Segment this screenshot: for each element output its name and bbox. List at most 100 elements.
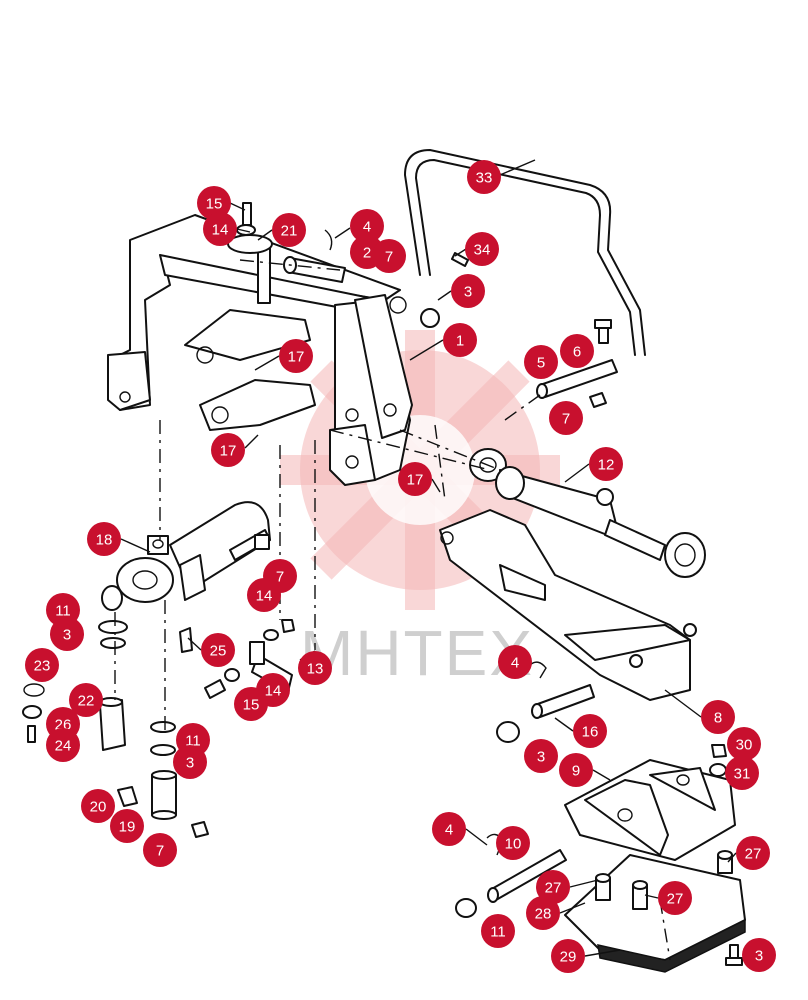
- callout-badge-circle: [526, 896, 560, 930]
- callout-label: 22: [78, 693, 95, 710]
- part-bracket-9: [564, 744, 736, 861]
- callout-label: 25: [210, 643, 227, 660]
- callout-label: 17: [407, 472, 424, 489]
- callout-c17b: 17: [211, 433, 245, 467]
- callout-c18: 18: [87, 522, 121, 556]
- callout-c25: 25: [201, 633, 235, 667]
- callout-label: 14: [265, 683, 282, 700]
- callout-label: 34: [474, 242, 491, 259]
- callout-badge-circle: [279, 339, 313, 373]
- callout-label: 33: [476, 170, 493, 187]
- callout-label: 4: [363, 219, 371, 236]
- callout-badge-circle: [298, 651, 332, 685]
- callout-label: 12: [598, 457, 615, 474]
- callout-label: 19: [119, 819, 136, 836]
- callout-label: 31: [734, 766, 751, 783]
- callout-badge-circle: [272, 213, 306, 247]
- callout-badge-circle: [398, 462, 432, 496]
- callout-badge-circle: [432, 812, 466, 846]
- callout-c30: 30: [727, 727, 761, 761]
- callout-badge-circle: [201, 633, 235, 667]
- callout-label: 17: [288, 349, 305, 366]
- callout-c13: 13: [298, 651, 332, 685]
- callout-badge-circle: [742, 938, 776, 972]
- leader-lines: [120, 159, 737, 957]
- part-boom-arm-8: [439, 509, 697, 701]
- callout-label: 3: [755, 948, 763, 965]
- callout-c21: 21: [272, 213, 306, 247]
- callout-badge-circle: [50, 617, 84, 651]
- part-cylinder-18: [101, 501, 271, 611]
- callout-badge-circle: [211, 433, 245, 467]
- callout-badge-circle: [498, 645, 532, 679]
- callout-c23: 23: [25, 648, 59, 682]
- callout-badge-circle: [81, 789, 115, 823]
- callout-c8: 8: [701, 700, 735, 734]
- callout-c15a: 15: [197, 186, 231, 220]
- callout-c22: 22: [69, 683, 103, 717]
- callout-badge-circle: [143, 833, 177, 867]
- callout-badge-circle: [203, 212, 237, 246]
- callout-badge-circle: [481, 914, 515, 948]
- callout-c33: 33: [467, 160, 501, 194]
- callout-label: 14: [212, 222, 229, 239]
- callout-c10: 10: [496, 826, 530, 860]
- callout-c27c: 27: [658, 881, 692, 915]
- callout-label: 7: [276, 569, 284, 586]
- callout-label: 3: [537, 749, 545, 766]
- callout-c3a: 3: [451, 274, 485, 308]
- callout-c34: 34: [465, 232, 499, 266]
- callout-badge-circle: [451, 274, 485, 308]
- callout-label: 7: [156, 843, 164, 860]
- callout-badge-circle: [372, 239, 406, 273]
- callout-c4c: 4: [432, 812, 466, 846]
- callout-badge-circle: [551, 939, 585, 973]
- callout-badge-circle: [234, 687, 268, 721]
- part-hydraulic-cylinder-12: [469, 448, 706, 578]
- callout-badge-circle: [467, 160, 501, 194]
- watermark-text: MHTEX: [300, 617, 534, 689]
- callout-label: 16: [582, 724, 599, 741]
- callout-badge-circle: [496, 826, 530, 860]
- callout-c3c: 3: [173, 745, 207, 779]
- callout-c7d: 7: [143, 833, 177, 867]
- callout-label: 23: [34, 658, 51, 675]
- part-right-pin: [536, 319, 618, 408]
- callout-c7a: 7: [372, 239, 406, 273]
- callout-label: 11: [490, 924, 506, 941]
- callout-label: 13: [307, 661, 324, 678]
- callout-badge-circle: [736, 836, 770, 870]
- callout-label: 4: [511, 655, 519, 672]
- callout-label: 6: [573, 344, 581, 361]
- callout-c20: 20: [81, 789, 115, 823]
- callout-label: 15: [206, 196, 223, 213]
- callout-badge-circle: [110, 809, 144, 843]
- callout-label: 15: [243, 697, 260, 714]
- callout-badge-circle: [560, 334, 594, 368]
- callout-c12: 12: [589, 447, 623, 481]
- callout-c17c: 17: [398, 462, 432, 496]
- callout-c11c: 11: [481, 914, 515, 948]
- callout-c14a: 14: [203, 212, 237, 246]
- callout-label: 17: [220, 443, 237, 460]
- callout-c4b: 4: [498, 645, 532, 679]
- callout-badge-circle: [701, 700, 735, 734]
- callout-label: 29: [560, 949, 577, 966]
- callout-badge-circle: [727, 727, 761, 761]
- callout-label: 3: [63, 627, 71, 644]
- part-handle-bar: [404, 149, 646, 356]
- callout-c3e: 3: [742, 938, 776, 972]
- callout-label: 20: [90, 799, 107, 816]
- callout-label: 27: [545, 880, 562, 897]
- callout-badge-circle: [46, 728, 80, 762]
- callout-c1: 1: [443, 323, 477, 357]
- callout-label: 9: [572, 763, 580, 780]
- callout-badge-circle: [465, 232, 499, 266]
- callout-badge-circle: [573, 714, 607, 748]
- callout-badge-circle: [725, 756, 759, 790]
- callout-label: 8: [714, 710, 722, 727]
- callout-badge-circle: [549, 401, 583, 435]
- callout-c7b: 7: [549, 401, 583, 435]
